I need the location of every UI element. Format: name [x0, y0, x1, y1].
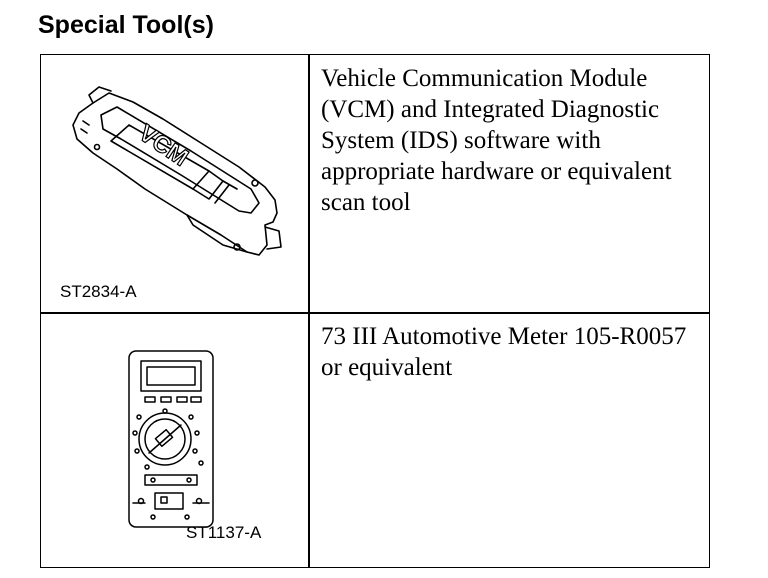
- vcm-description-cell: Vehicle Communication Module (VCM) and I…: [321, 63, 706, 218]
- page-title: Special Tool(s): [38, 11, 214, 39]
- figure-id-vcm: ST2834-A: [60, 282, 137, 301]
- vcm-figure-cell: VCM ST2834-A: [41, 55, 308, 312]
- row-divider: [41, 312, 709, 314]
- meter-description: 73 III Automotive Meter 105-R0057 or equ…: [321, 323, 687, 381]
- vcm-description: Vehicle Communication Module (VCM) and I…: [321, 65, 672, 216]
- vcm-device-illustration: VCM: [72, 86, 282, 256]
- special-tools-table: VCM ST2834-A Vehicle Communication Modul…: [40, 54, 710, 568]
- meter-figure-cell: ST1137-A: [41, 313, 308, 567]
- automotive-meter-illustration: [128, 350, 214, 528]
- meter-description-cell: 73 III Automotive Meter 105-R0057 or equ…: [321, 321, 706, 383]
- column-divider: [308, 55, 310, 567]
- figure-id-meter: ST1137-A: [186, 523, 262, 542]
